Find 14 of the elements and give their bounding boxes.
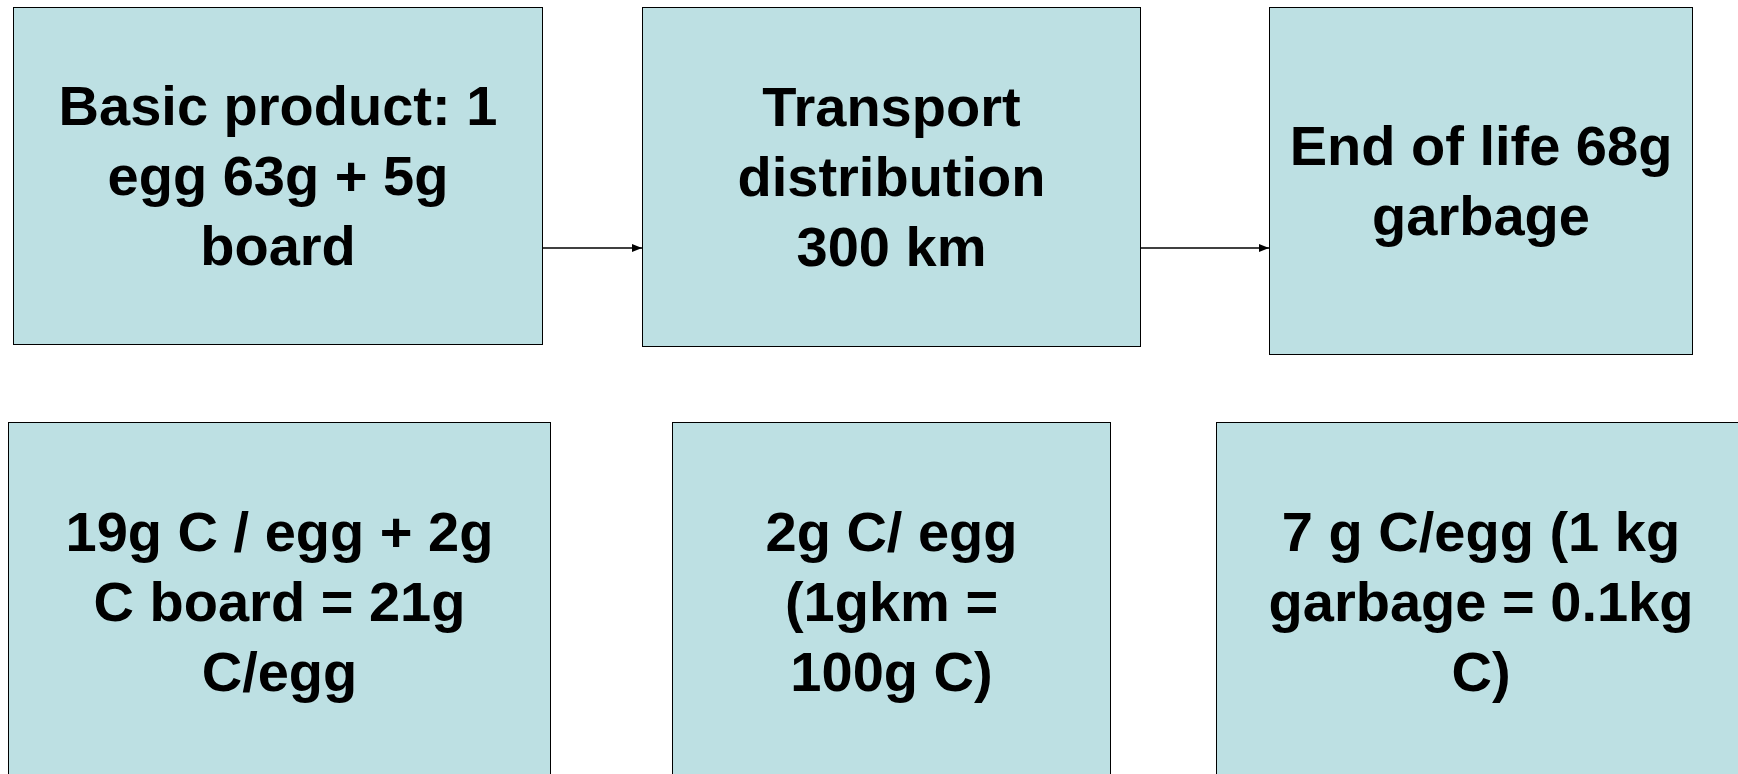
box-text: Basic product: 1 egg 63g + 5g board xyxy=(57,73,499,279)
process-box xyxy=(1216,422,1738,774)
process-box xyxy=(8,422,551,774)
process-box xyxy=(1269,7,1693,355)
process-box xyxy=(13,7,543,345)
box-text: End of life 68g garbage xyxy=(1288,113,1674,249)
process-box xyxy=(672,422,1111,774)
arrow xyxy=(542,244,643,252)
box-text: 7 g C/egg (1 kg garbage = 0.1kg C) xyxy=(1267,499,1695,705)
box-text: 2g C/ egg (1gkm = 100g C) xyxy=(764,499,1019,705)
arrow xyxy=(1140,244,1270,252)
process-box xyxy=(642,7,1141,347)
box-text: Transport distribution 300 km xyxy=(736,74,1047,280)
box-text: 19g C / egg + 2g C board = 21g C/egg xyxy=(64,499,495,705)
